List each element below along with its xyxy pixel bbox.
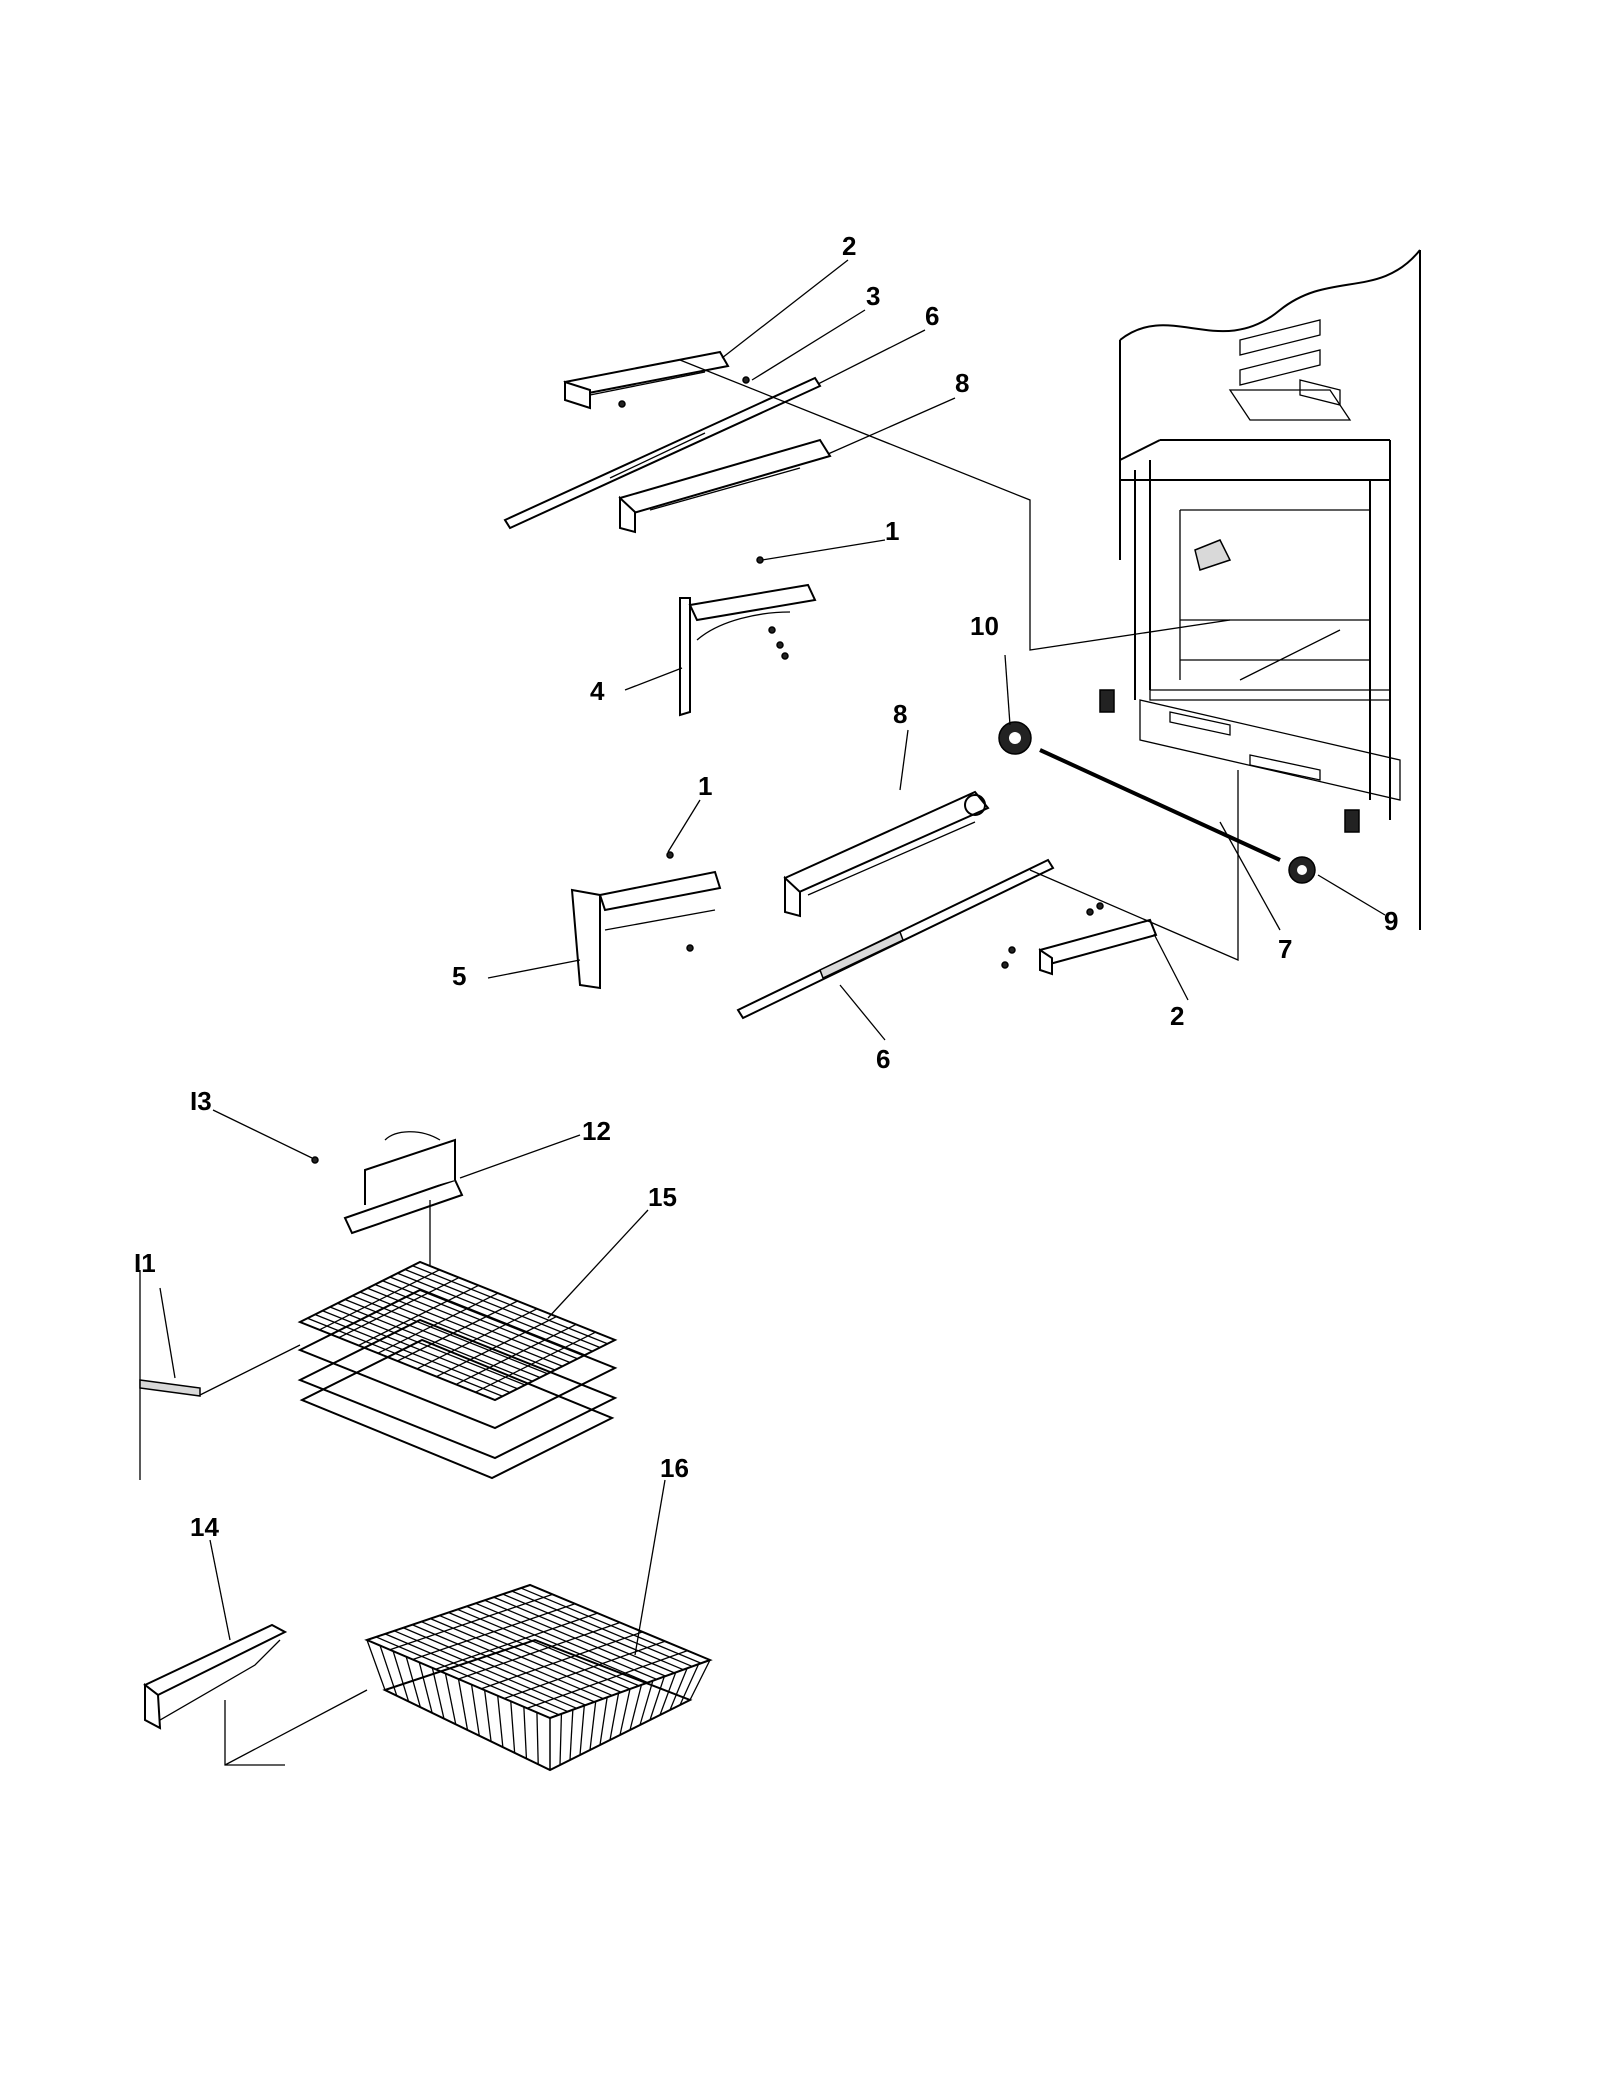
callout-2-upper: 2 bbox=[842, 231, 856, 261]
callout-2-lower: 2 bbox=[1170, 1001, 1184, 1031]
lower-basket bbox=[143, 1583, 713, 1772]
basket-wire bbox=[510, 1701, 516, 1753]
basket-wire bbox=[475, 1331, 596, 1393]
divider-assembly bbox=[311, 1131, 464, 1265]
basket-wire bbox=[358, 1284, 479, 1346]
basket-wire bbox=[435, 1612, 598, 1670]
callout-leaders bbox=[209, 259, 1386, 1656]
basket-wire bbox=[689, 1659, 711, 1701]
callout-15: 15 bbox=[648, 1182, 677, 1212]
basket-wire bbox=[504, 1640, 666, 1700]
callout-3: 3 bbox=[866, 281, 880, 311]
basket-wire bbox=[629, 1684, 643, 1731]
cabinet-drawing bbox=[1099, 249, 1421, 930]
basket-wire bbox=[669, 1668, 688, 1711]
basket-wire bbox=[659, 1672, 677, 1716]
basket-wire bbox=[470, 1684, 480, 1736]
basket-wire bbox=[436, 1316, 557, 1378]
callout-10: 10 bbox=[970, 611, 999, 641]
lower-slide-assembly bbox=[570, 770, 1239, 1020]
callout-13: I3 bbox=[190, 1086, 212, 1116]
callout-14: 14 bbox=[190, 1512, 219, 1542]
upper-basket bbox=[139, 1260, 618, 1480]
basket-wire bbox=[389, 1593, 553, 1651]
basket-wire bbox=[455, 1323, 577, 1385]
callout-12: 12 bbox=[582, 1116, 611, 1146]
basket-wire bbox=[392, 1650, 410, 1702]
basket-wire bbox=[599, 1697, 608, 1746]
basket-wire bbox=[412, 1603, 576, 1661]
basket-wire bbox=[418, 1662, 433, 1714]
callout-7: 7 bbox=[1278, 934, 1292, 964]
callout-6-upper: 6 bbox=[925, 301, 939, 331]
basket-wire bbox=[397, 1300, 518, 1362]
basket-wire bbox=[609, 1693, 620, 1741]
callout-11: I1 bbox=[134, 1248, 156, 1278]
basket-wire bbox=[589, 1701, 597, 1751]
callout-1-upper: 1 bbox=[885, 516, 899, 546]
basket-wire bbox=[536, 1712, 539, 1765]
callout-8-lower: 8 bbox=[893, 699, 907, 729]
basket-wire bbox=[405, 1656, 421, 1708]
basket-wire bbox=[526, 1650, 688, 1709]
basket-wire bbox=[481, 1631, 643, 1690]
upper-slide-assembly bbox=[503, 350, 1231, 717]
basket-wire bbox=[458, 1621, 621, 1680]
basket-wire bbox=[338, 1277, 460, 1339]
basket-wire bbox=[579, 1705, 585, 1756]
basket-wire bbox=[497, 1695, 504, 1748]
basket-wire bbox=[679, 1663, 700, 1706]
basket-wire bbox=[523, 1706, 528, 1759]
basket-wire bbox=[457, 1678, 469, 1731]
basket-wire bbox=[319, 1269, 440, 1331]
callout-8-upper: 8 bbox=[955, 368, 969, 398]
basket-wire bbox=[483, 1690, 492, 1742]
callout-1-lower: 1 bbox=[698, 771, 712, 801]
basket-wire bbox=[559, 1713, 563, 1766]
callout-labels: 2 3 6 8 1 4 10 8 1 5 7 9 2 6 I3 12 15 I1… bbox=[134, 231, 1398, 1542]
basket-wire bbox=[569, 1709, 574, 1761]
basket-wire bbox=[379, 1645, 398, 1696]
callout-16: 16 bbox=[660, 1453, 689, 1483]
basket-wire bbox=[444, 1673, 457, 1725]
basket-wire bbox=[416, 1308, 538, 1370]
callout-6-lower: 6 bbox=[876, 1044, 890, 1074]
callout-4: 4 bbox=[590, 676, 605, 706]
basket-wire bbox=[366, 1639, 386, 1691]
basket-wire bbox=[619, 1688, 631, 1736]
basket-wire bbox=[431, 1667, 445, 1719]
gear-shaft-assembly bbox=[998, 721, 1316, 884]
basket-wire bbox=[639, 1680, 654, 1726]
basket-wire bbox=[649, 1676, 665, 1721]
callout-5: 5 bbox=[452, 961, 466, 991]
callout-9: 9 bbox=[1384, 906, 1398, 936]
basket-wire bbox=[377, 1292, 499, 1354]
